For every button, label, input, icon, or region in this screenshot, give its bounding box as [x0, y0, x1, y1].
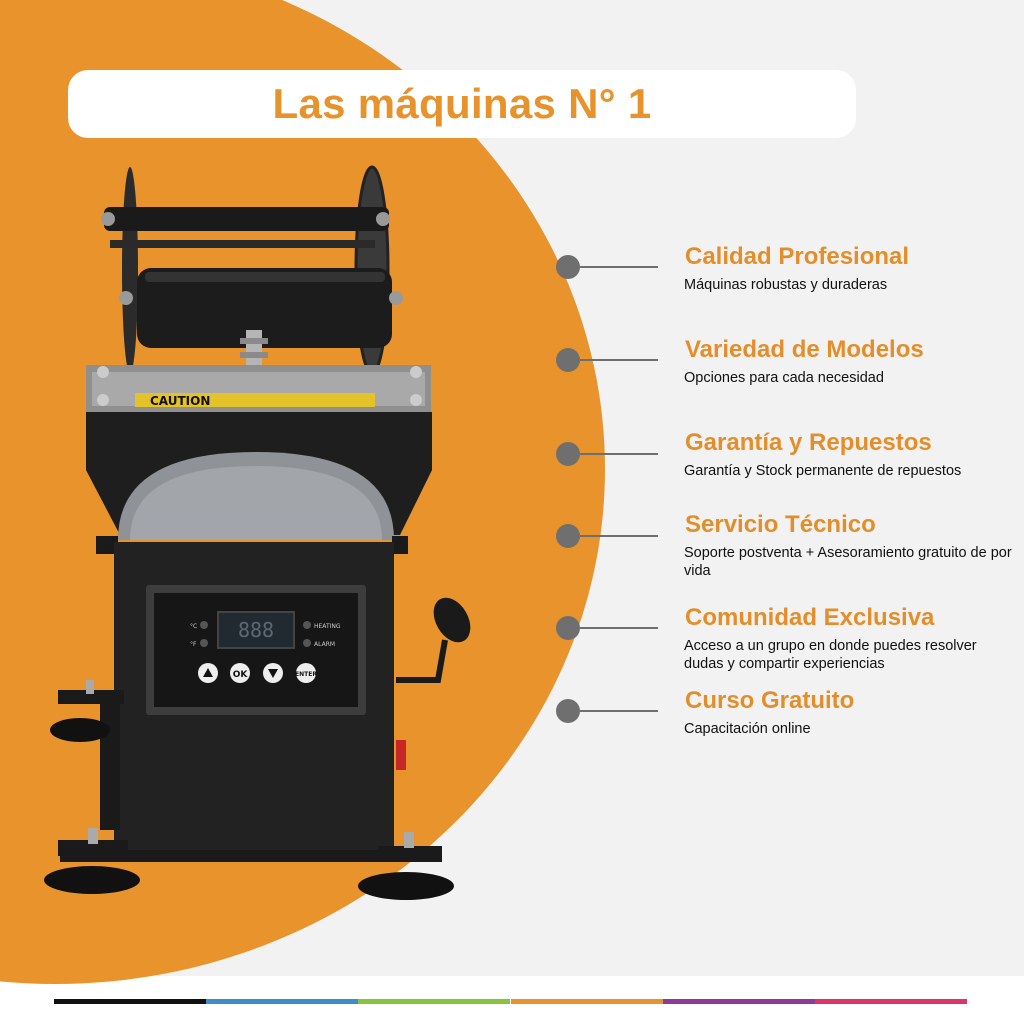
color-stripe-segment — [662, 999, 815, 1004]
feature-item: Servicio Técnico Soporte postventa + Ase… — [555, 511, 1015, 581]
bullet-dot-icon — [556, 255, 580, 279]
feature-title: Comunidad Exclusiva — [685, 604, 935, 631]
color-stripe-segment — [510, 999, 663, 1004]
color-stripe-segment — [814, 999, 967, 1004]
svg-text:CAUTION: CAUTION — [150, 394, 210, 408]
svg-text:°F: °F — [190, 641, 197, 648]
connector-line — [580, 535, 658, 537]
page-title: Las máquinas N° 1 — [272, 80, 652, 127]
feature-description: Máquinas robustas y duraderas — [684, 277, 888, 293]
display-readout: 888 — [238, 618, 274, 642]
feature-description: Capacitación online — [684, 721, 811, 737]
svg-text:OK: OK — [233, 670, 249, 680]
svg-text:°C: °C — [190, 623, 197, 630]
feature-item: Calidad Profesional Máquinas robustas y … — [555, 243, 1015, 313]
feature-title: Variedad de Modelos — [685, 336, 924, 363]
feature-description: Soporte postventa + Asesoramiento gratui… — [684, 545, 1012, 579]
connector-line — [580, 453, 658, 455]
feature-item: Variedad de Modelos Opciones para cada n… — [555, 336, 1015, 406]
bullet-dot-icon — [556, 699, 580, 723]
feature-title: Calidad Profesional — [685, 243, 910, 270]
feature-item: Curso Gratuito Capacitación online — [555, 687, 1015, 757]
svg-text:ENTER: ENTER — [295, 671, 317, 678]
connector-line — [580, 710, 658, 712]
connector-line — [580, 359, 658, 361]
bullet-dot-icon — [556, 348, 580, 372]
svg-text:HEATING: HEATING — [314, 623, 341, 630]
connector-line — [580, 266, 658, 268]
feature-title: Curso Gratuito — [685, 687, 855, 714]
feature-item: Comunidad Exclusiva Acceso a un grupo en… — [555, 604, 1015, 674]
feature-title: Servicio Técnico — [685, 511, 876, 538]
svg-text:ALARM: ALARM — [314, 641, 335, 648]
color-stripe-segment — [358, 999, 511, 1004]
feature-description: Garantía y Stock permanente de repuestos — [684, 463, 962, 479]
bullet-dot-icon — [556, 616, 580, 640]
bullet-dot-icon — [556, 442, 580, 466]
color-stripe-segment — [54, 999, 207, 1004]
feature-item: Garantía y Repuestos Garantía y Stock pe… — [555, 429, 1015, 499]
title-banner: Las máquinas N° 1 — [68, 70, 856, 138]
color-stripe-segment — [206, 999, 359, 1004]
connector-line — [580, 627, 658, 629]
feature-description: Opciones para cada necesidad — [684, 370, 884, 386]
feature-title: Garantía y Repuestos — [685, 429, 932, 456]
feature-description: Acceso a un grupo en donde puedes resolv… — [684, 638, 977, 672]
bullet-dot-icon — [556, 524, 580, 548]
